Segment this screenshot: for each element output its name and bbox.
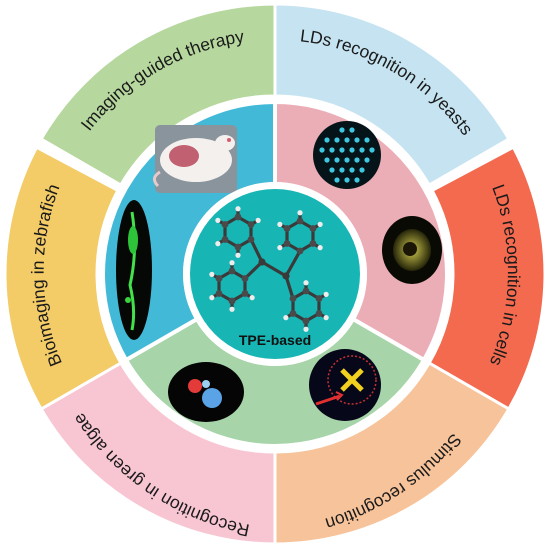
outer-segment-zebrafish <box>3 145 123 412</box>
green-algae-fluorescence-image <box>168 362 244 422</box>
hub-label: TPE-based <box>239 332 311 348</box>
outer-ring <box>3 2 547 546</box>
zebrafish-fluorescence-image <box>116 200 152 340</box>
stimulus-response-image <box>309 349 381 421</box>
outer-segment-lds-yeasts <box>273 2 511 188</box>
tpe-molecule-icon <box>209 206 329 332</box>
yeast-cells-fluorescence-image <box>313 121 381 189</box>
mouse-image <box>153 125 237 193</box>
single-cell-fluorescence-image <box>382 216 442 284</box>
